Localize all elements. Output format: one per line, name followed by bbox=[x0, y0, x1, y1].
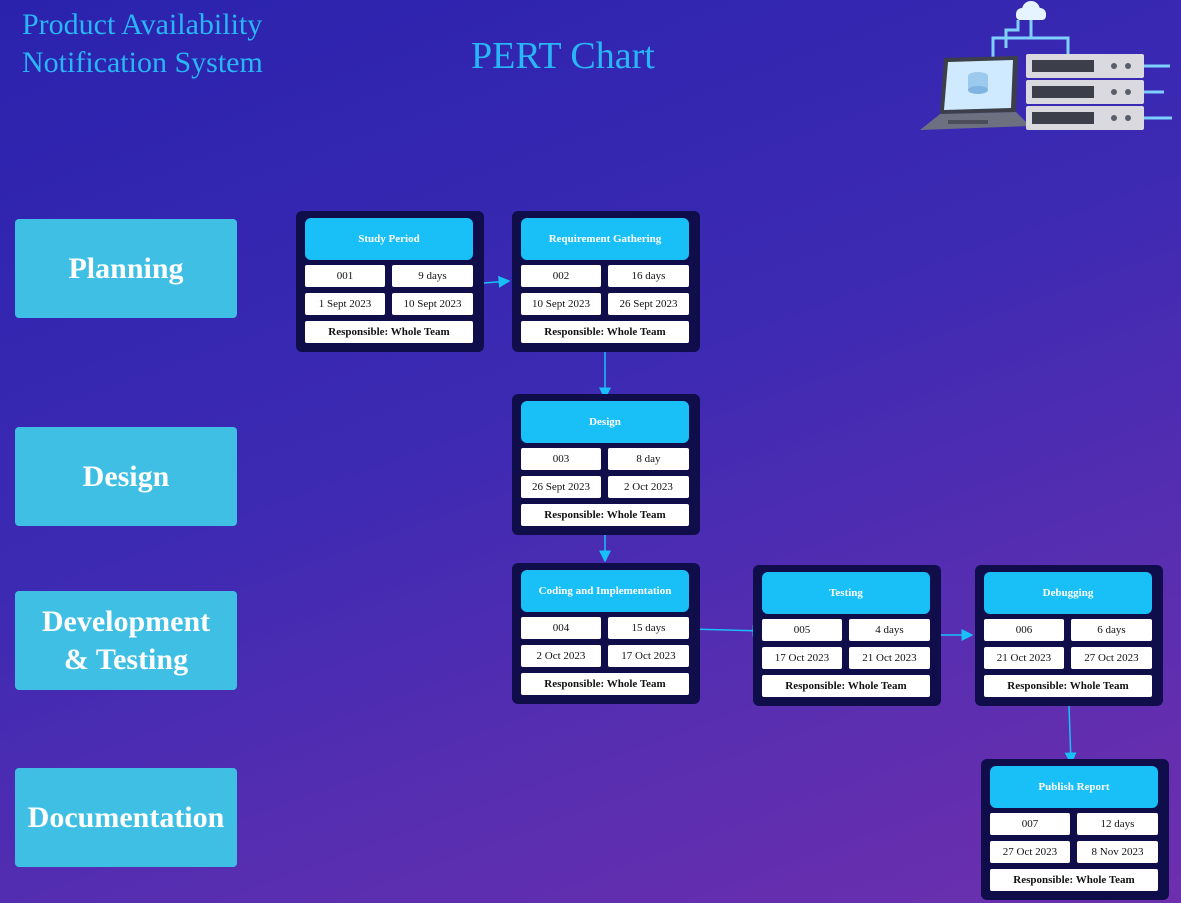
task-start: 2 Oct 2023 bbox=[521, 645, 601, 667]
task-responsible: Responsible: Whole Team bbox=[521, 504, 689, 526]
system-title-line2: Notification System bbox=[22, 46, 263, 79]
task-start: 17 Oct 2023 bbox=[762, 647, 842, 669]
task-id: 003 bbox=[521, 448, 601, 470]
task-start: 21 Oct 2023 bbox=[984, 647, 1064, 669]
task-duration: 8 day bbox=[608, 448, 689, 470]
task-duration: 12 days bbox=[1077, 813, 1158, 835]
task-id: 006 bbox=[984, 619, 1064, 641]
arrow-006-007 bbox=[1064, 705, 1077, 765]
task-node-006: Debugging 006 6 days 21 Oct 2023 27 Oct … bbox=[975, 565, 1163, 706]
laptop-icon bbox=[920, 56, 1030, 130]
phase-label: Development bbox=[41, 604, 211, 638]
task-node-004: Coding and Implementation 004 15 days 2 … bbox=[512, 563, 700, 704]
task-name: Study Period bbox=[305, 218, 473, 260]
task-name: Requirement Gathering bbox=[521, 218, 689, 260]
task-duration: 6 days bbox=[1071, 619, 1152, 641]
server-rack-icon bbox=[1026, 54, 1172, 130]
task-id: 005 bbox=[762, 619, 842, 641]
task-id: 002 bbox=[521, 265, 601, 287]
task-end: 27 Oct 2023 bbox=[1071, 647, 1152, 669]
task-end: 17 Oct 2023 bbox=[608, 645, 689, 667]
task-end: 26 Sept 2023 bbox=[608, 293, 689, 315]
task-responsible: Responsible: Whole Team bbox=[521, 321, 689, 343]
phase-label-line2: & Testing bbox=[63, 642, 189, 676]
task-duration: 15 days bbox=[608, 617, 689, 639]
network-illustration bbox=[920, 1, 1172, 130]
task-start: 27 Oct 2023 bbox=[990, 841, 1070, 863]
phase-planning: Planning bbox=[15, 219, 237, 318]
system-title-line1: Product Availability bbox=[22, 8, 263, 41]
task-duration: 4 days bbox=[849, 619, 930, 641]
task-start: 26 Sept 2023 bbox=[521, 476, 601, 498]
task-responsible: Responsible: Whole Team bbox=[984, 675, 1152, 697]
task-end: 10 Sept 2023 bbox=[392, 293, 473, 315]
task-id: 004 bbox=[521, 617, 601, 639]
task-responsible: Responsible: Whole Team bbox=[521, 673, 689, 695]
phase-documentation: Documentation bbox=[15, 768, 237, 867]
task-name: Publish Report bbox=[990, 766, 1158, 808]
task-end: 8 Nov 2023 bbox=[1077, 841, 1158, 863]
phase-design: Design bbox=[15, 427, 237, 526]
task-start: 10 Sept 2023 bbox=[521, 293, 601, 315]
task-responsible: Responsible: Whole Team bbox=[990, 869, 1158, 891]
arrow-001-002 bbox=[483, 275, 511, 288]
task-start: 1 Sept 2023 bbox=[305, 293, 385, 315]
task-node-001: Study Period 001 9 days 1 Sept 2023 10 S… bbox=[296, 211, 484, 352]
task-node-003: Design 003 8 day 26 Sept 2023 2 Oct 2023… bbox=[512, 394, 700, 535]
phase-label: Design bbox=[82, 459, 170, 493]
task-end: 2 Oct 2023 bbox=[608, 476, 689, 498]
arrow-004-005 bbox=[689, 624, 765, 637]
task-duration: 9 days bbox=[392, 265, 473, 287]
chart-title: PERT Chart bbox=[471, 35, 655, 77]
cloud-network-icon bbox=[991, 1, 1070, 60]
task-end: 21 Oct 2023 bbox=[849, 647, 930, 669]
task-name: Design bbox=[521, 401, 689, 443]
task-responsible: Responsible: Whole Team bbox=[305, 321, 473, 343]
task-name: Testing bbox=[762, 572, 930, 614]
task-duration: 16 days bbox=[608, 265, 689, 287]
task-node-002: Requirement Gathering 002 16 days 10 Sep… bbox=[512, 211, 700, 352]
phase-label: Planning bbox=[68, 251, 184, 285]
task-node-005: Testing 005 4 days 17 Oct 2023 21 Oct 20… bbox=[753, 565, 941, 706]
task-id: 001 bbox=[305, 265, 385, 287]
task-id: 007 bbox=[990, 813, 1070, 835]
task-responsible: Responsible: Whole Team bbox=[762, 675, 930, 697]
phase-development-testing: Development & Testing bbox=[15, 591, 237, 690]
task-name: Coding and Implementation bbox=[521, 570, 689, 612]
task-node-007: Publish Report 007 12 days 27 Oct 2023 8… bbox=[981, 759, 1169, 900]
system-title: Product Availability Notification System bbox=[22, 6, 263, 82]
task-name: Debugging bbox=[984, 572, 1152, 614]
phase-label: Documentation bbox=[27, 800, 225, 834]
